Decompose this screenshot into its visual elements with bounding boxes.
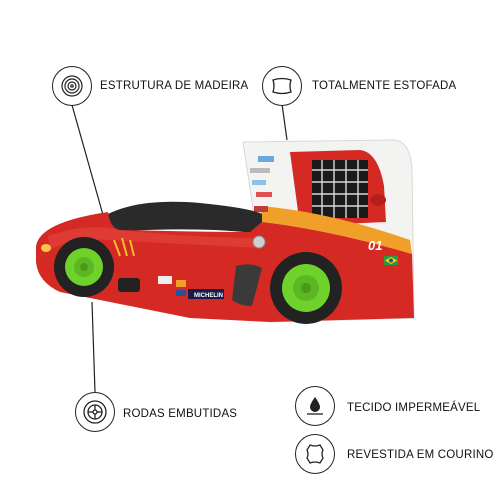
leather-hide-icon — [295, 434, 335, 474]
feature-label-tecido: TECIDO IMPERMEÁVEL — [347, 402, 481, 414]
bed-number-text: 01 — [368, 238, 382, 253]
front-wheel — [54, 237, 114, 297]
wheel-icon — [75, 392, 115, 432]
cab-window-net — [312, 160, 368, 218]
headlight — [41, 244, 51, 252]
claw-sticker — [113, 237, 135, 257]
orange-stripe — [260, 206, 412, 254]
feature-label-rodas: RODAS EMBUTIDAS — [123, 408, 238, 420]
mattress-cavity — [108, 201, 262, 234]
body-highlight — [48, 227, 262, 250]
gas-cap — [252, 235, 266, 249]
connector-line-rodas — [91, 301, 96, 393]
wood-log-icon — [52, 66, 92, 106]
rear-wheel — [270, 252, 342, 324]
michelin-sticker-text: MICHELIN — [194, 293, 223, 299]
side-vent — [232, 264, 262, 306]
feature-label-estrutura: ESTRUTURA DE MADEIRA — [100, 80, 249, 92]
truck-bed: 01 MICHELIN — [36, 139, 415, 324]
flag-sticker — [384, 256, 398, 265]
connector-line-estrutura — [71, 104, 106, 223]
pillow-icon — [262, 66, 302, 106]
connector-line-estofada — [281, 103, 288, 141]
cab-stickers — [250, 156, 274, 212]
water-drop-icon — [295, 386, 335, 426]
side-mirror — [370, 194, 386, 206]
body-stickers: MICHELIN — [158, 276, 224, 299]
feature-label-estofada: TOTALMENTE ESTOFADA — [312, 80, 457, 92]
side-intake — [118, 278, 140, 292]
feature-label-couro: REVESTIDA EM COURINO — [347, 449, 494, 461]
